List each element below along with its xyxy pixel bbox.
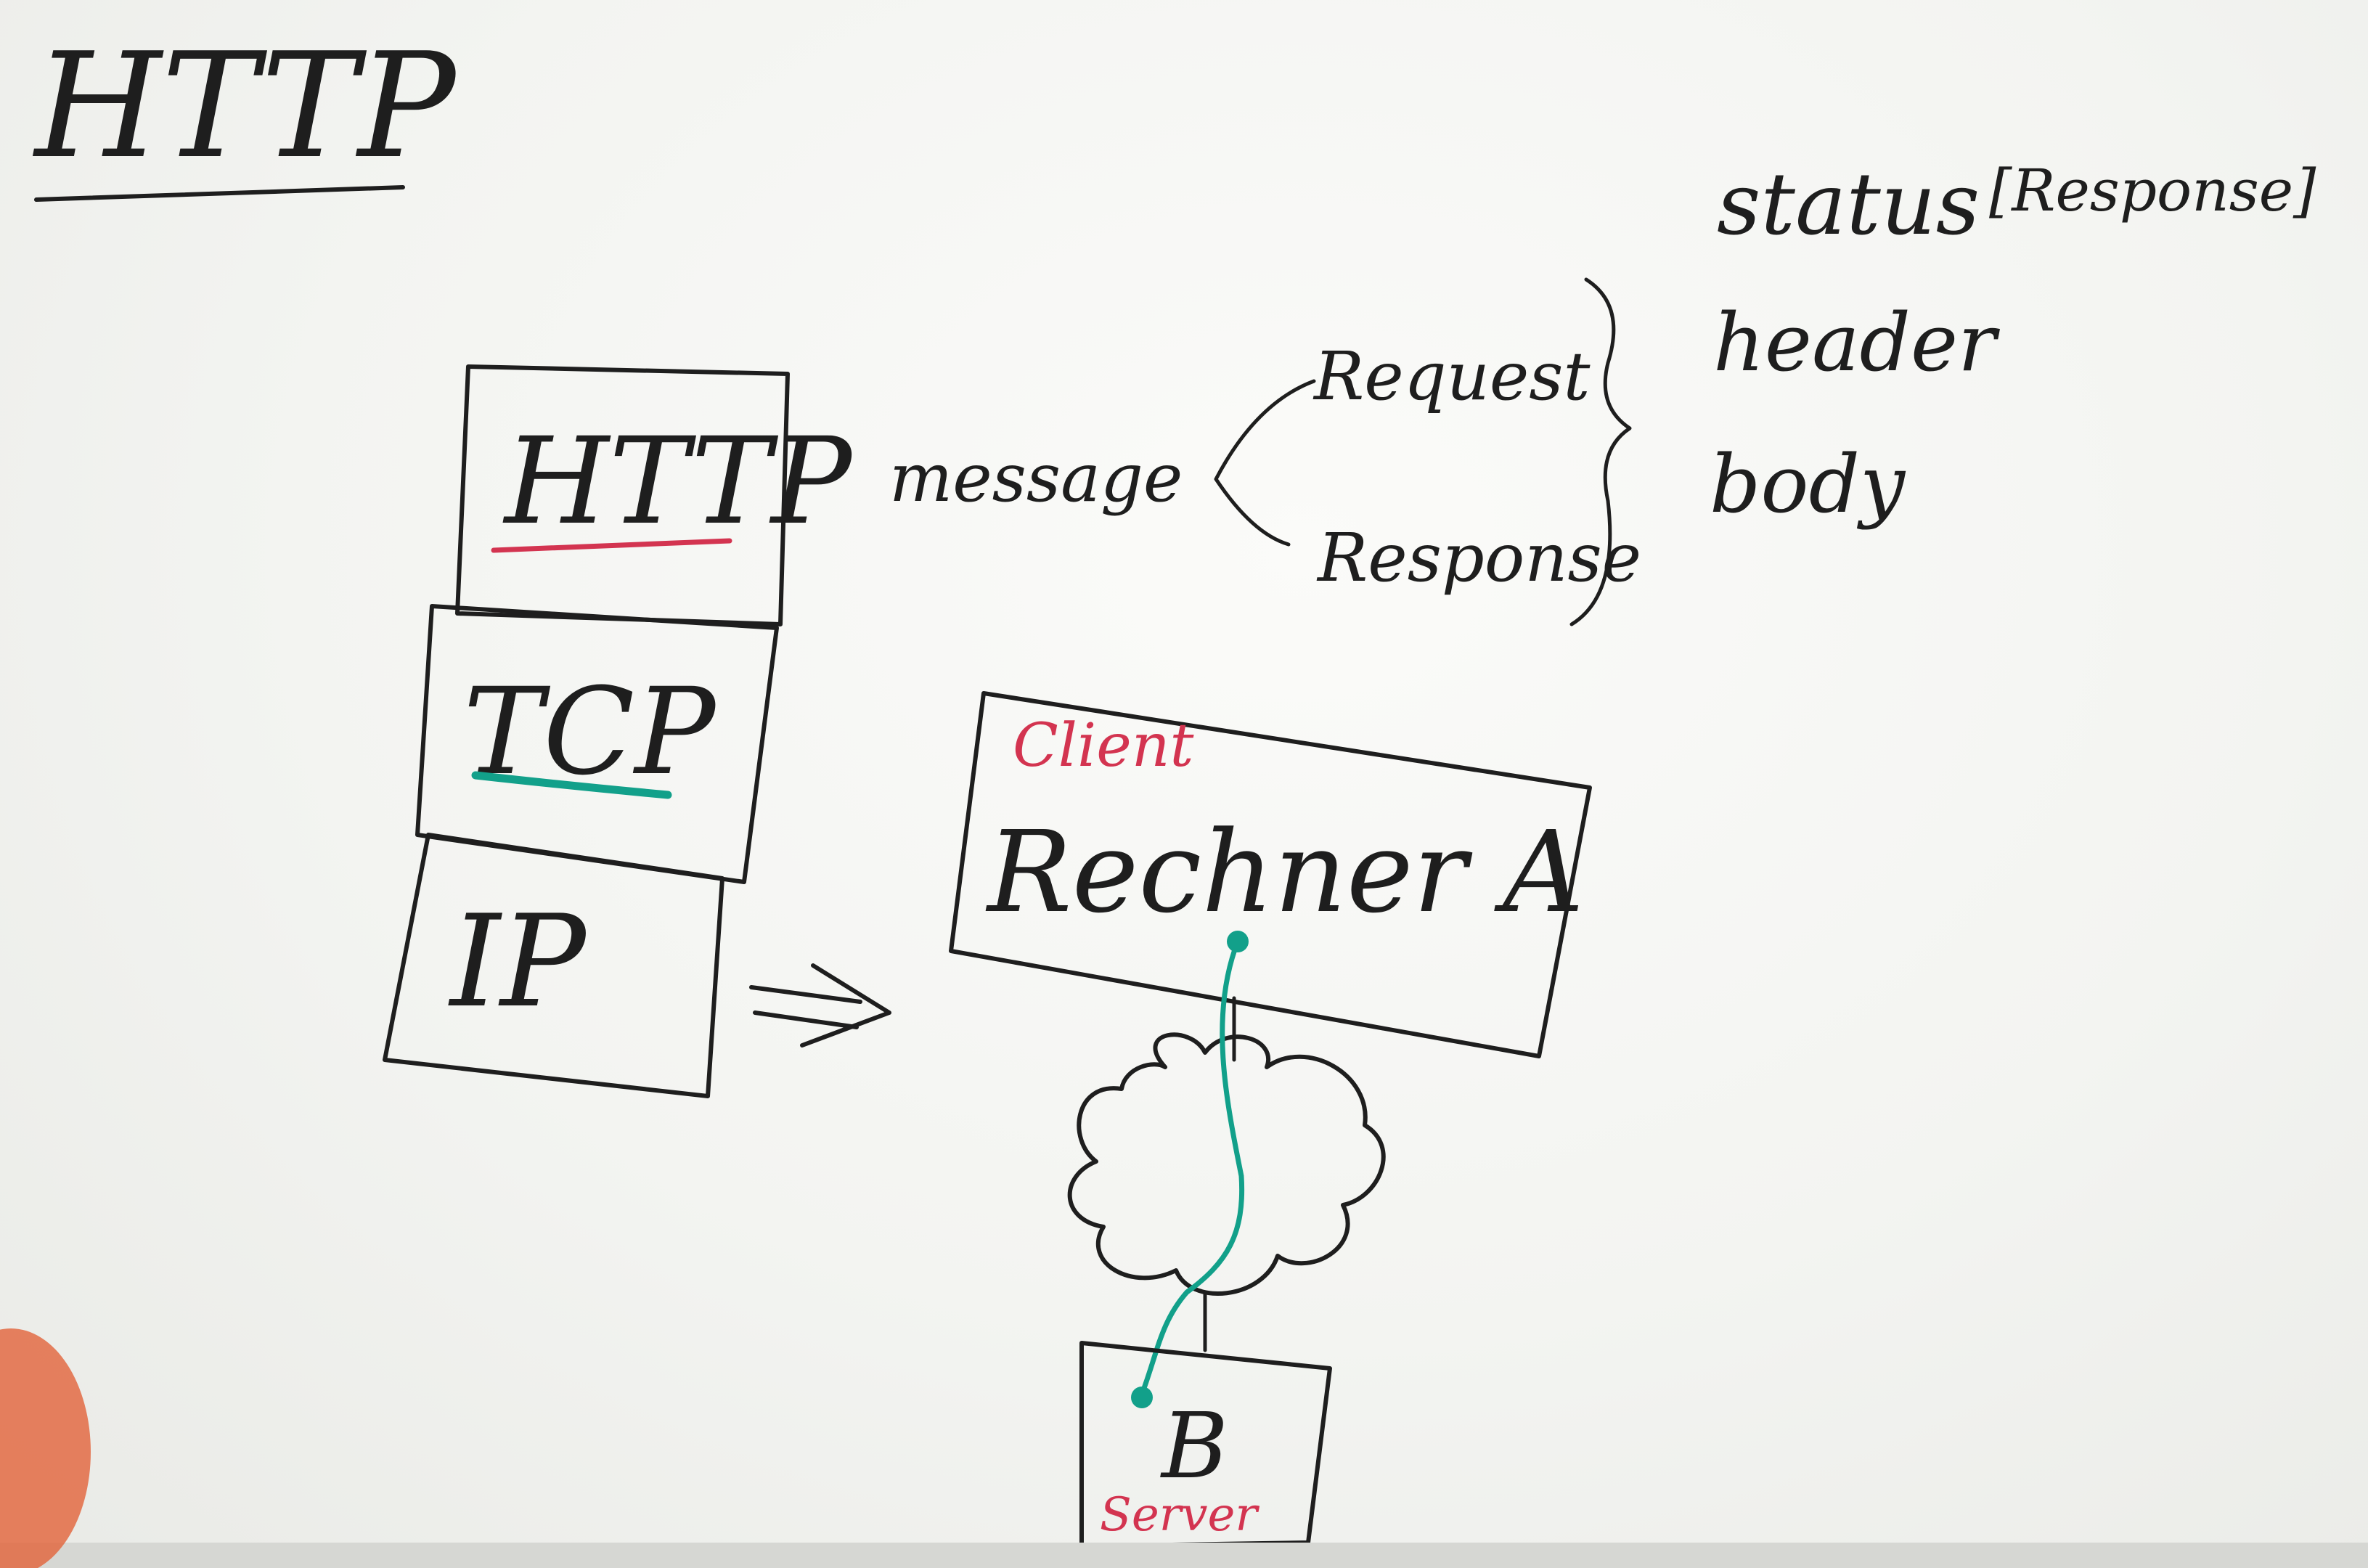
- server-name-label: B: [1160, 1394, 1228, 1499]
- message-split-lines: [1214, 379, 1316, 547]
- foreground-object: [0, 1328, 91, 1568]
- client-role-label: Client: [1013, 711, 1195, 780]
- http-layer-box: [455, 364, 790, 626]
- message-brace: [1569, 277, 1632, 626]
- title-underline: [34, 185, 405, 202]
- protocol-stack: HTTP TCP IP: [383, 364, 854, 1098]
- request-label: Request: [1312, 338, 1591, 415]
- implies-arrow-icon: [749, 963, 891, 1048]
- client-name-label: Rechner A: [985, 807, 1584, 938]
- whiteboard-tray: [0, 1543, 2368, 1568]
- body-label: body: [1710, 438, 1906, 531]
- server-endpoint-dot: [1131, 1387, 1153, 1408]
- client-box: [949, 691, 1592, 1058]
- status-note: [Response]: [1989, 157, 2316, 224]
- server-role-label: Server: [1100, 1488, 1259, 1542]
- tcp-layer-underline: [471, 771, 672, 799]
- client-endpoint-dot: [1227, 931, 1249, 952]
- response-label: Response: [1316, 519, 1641, 597]
- client-node: Client Rechner A: [949, 691, 1592, 1058]
- header-label: header: [1713, 296, 2001, 389]
- page-title: HTTP: [32, 22, 458, 191]
- network-cloud-icon: [1067, 1032, 1386, 1296]
- http-layer-label: HTTP: [502, 412, 854, 551]
- tcp-layer-box: [415, 604, 779, 884]
- connection-path: [1140, 939, 1245, 1393]
- message-label: message: [889, 439, 1183, 517]
- ip-layer-label: IP: [448, 889, 588, 1036]
- http-layer-underline: [491, 538, 732, 553]
- server-node: B Server: [1079, 1341, 1332, 1548]
- status-label: status: [1717, 154, 1980, 254]
- ip-layer-box: [383, 833, 724, 1098]
